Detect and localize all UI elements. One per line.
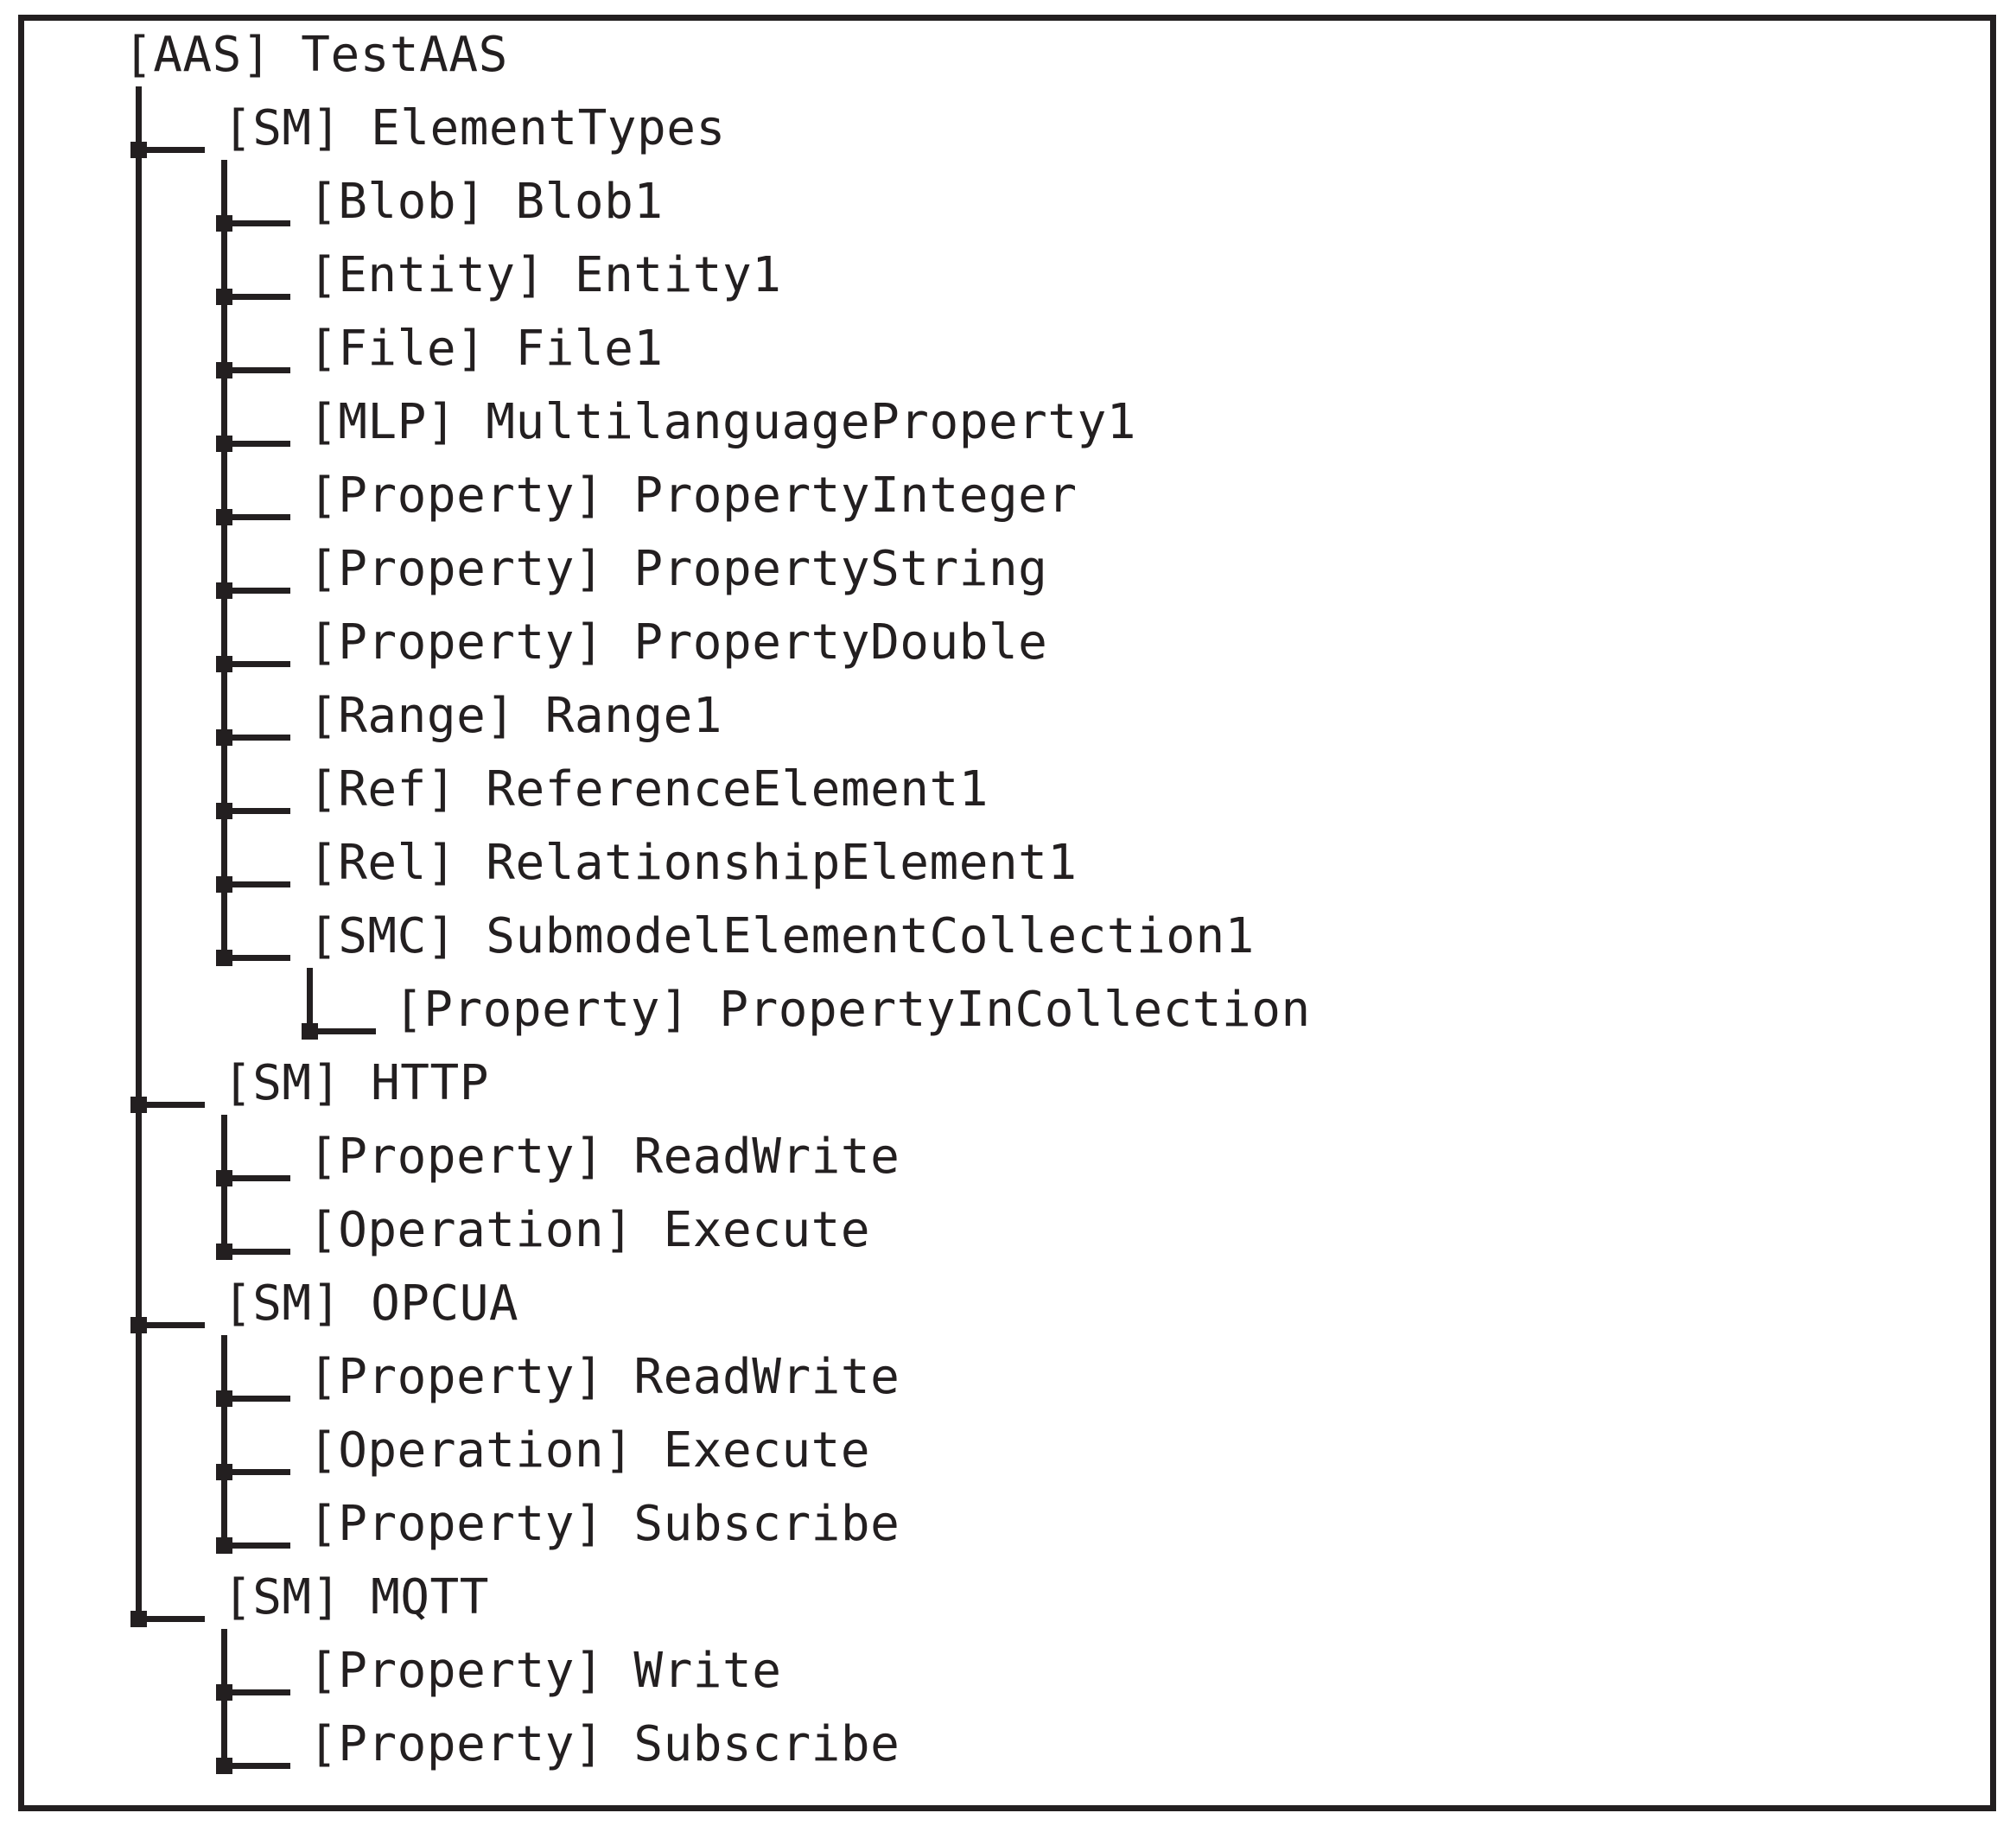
- tree-branch-arm: [227, 1469, 290, 1475]
- tree-branch-arm: [227, 1249, 290, 1255]
- tree-junction-marker: [216, 215, 232, 232]
- tree-node-label: [Property] ReadWrite: [308, 1349, 900, 1405]
- tree-node-label: [SM] ElementTypes: [223, 100, 726, 156]
- tree-junction-marker: [216, 803, 232, 819]
- tree-junction-marker: [216, 1244, 232, 1260]
- tree-node-label: [File] File1: [308, 321, 664, 377]
- tree-node-label: [Property] PropertyInteger: [308, 468, 1078, 524]
- tree-node-label: [Ref] ReferenceElement1: [308, 761, 989, 817]
- tree-junction-marker: [216, 950, 232, 966]
- tree-node-label: [MLP] MultilanguageProperty1: [308, 394, 1137, 450]
- tree-branch-arm: [227, 881, 290, 887]
- tree-junction-marker: [216, 1390, 232, 1407]
- tree-branch-arm: [227, 514, 290, 520]
- tree-node-label: [Property] PropertyInCollection: [394, 982, 1311, 1038]
- tree-trunk-depth-1: [136, 86, 142, 1616]
- tree-branch-arm: [227, 588, 290, 594]
- tree-junction-marker: [130, 1317, 147, 1333]
- tree-branch-arm: [227, 955, 290, 961]
- tree-branch-arm: [142, 1322, 205, 1328]
- tree-node-label: [Property] Subscribe: [308, 1716, 900, 1772]
- tree-node-label: [Property] PropertyString: [308, 541, 1048, 597]
- tree-junction-marker: [216, 582, 232, 599]
- tree-branch-arm: [227, 1689, 290, 1695]
- tree-branch-arm: [142, 1102, 205, 1108]
- tree-branch-arm: [227, 220, 290, 226]
- tree-node-label: [Blob] Blob1: [308, 174, 664, 230]
- tree-junction-marker: [216, 876, 232, 893]
- tree-node-label: [Property] Subscribe: [308, 1496, 900, 1552]
- tree-trunk-depth-2: [221, 1335, 227, 1543]
- tree-branch-arm: [142, 1616, 205, 1622]
- tree-junction-marker: [216, 1464, 232, 1480]
- tree-node-label: [Property] Write: [308, 1643, 782, 1699]
- tree-trunk-depth-2: [221, 160, 227, 955]
- tree-junction-marker: [130, 1097, 147, 1113]
- tree-branch-arm: [142, 147, 205, 153]
- tree-node-label: [Property] PropertyDouble: [308, 614, 1048, 671]
- tree-node-label: [SM] MQTT: [223, 1569, 489, 1625]
- tree-branch-arm: [227, 1175, 290, 1181]
- tree-junction-marker: [216, 436, 232, 452]
- tree-node-label: [SM] HTTP: [223, 1055, 489, 1111]
- figure-border: [18, 15, 1996, 1811]
- tree-junction-marker: [216, 656, 232, 672]
- tree-node-label: [Operation] Execute: [308, 1422, 871, 1479]
- tree-branch-arm: [227, 661, 290, 667]
- tree-trunk-depth-3: [307, 968, 313, 1028]
- tree-node-label: [Property] ReadWrite: [308, 1129, 900, 1185]
- tree-branch-arm: [227, 808, 290, 814]
- tree-junction-marker: [216, 1758, 232, 1774]
- tree-node-label: [Rel] RelationshipElement1: [308, 835, 1078, 891]
- tree-node-label: [Range] Range1: [308, 688, 723, 744]
- tree-branch-arm: [227, 294, 290, 300]
- tree-junction-marker: [130, 1611, 147, 1627]
- tree-junction-marker: [216, 509, 232, 525]
- tree-node-label: [AAS] TestAAS: [124, 27, 508, 83]
- tree-node-label: [Entity] Entity1: [308, 247, 782, 303]
- tree-branch-arm: [227, 1396, 290, 1402]
- tree-branch-arm: [227, 1543, 290, 1549]
- tree-junction-marker: [216, 1170, 232, 1186]
- tree-node-label: [Operation] Execute: [308, 1202, 871, 1258]
- tree-branch-arm: [227, 735, 290, 741]
- tree-node-label: [SM] OPCUA: [223, 1275, 519, 1332]
- tree-junction-marker: [216, 1537, 232, 1554]
- tree-branch-arm: [227, 1763, 290, 1769]
- tree-junction-marker: [130, 142, 147, 158]
- tree-node-label: [SMC] SubmodelElementCollection1: [308, 908, 1255, 964]
- tree-branch-arm: [313, 1028, 376, 1034]
- tree-branch-arm: [227, 367, 290, 373]
- tree-junction-marker: [302, 1023, 318, 1040]
- tree-junction-marker: [216, 1684, 232, 1701]
- tree-junction-marker: [216, 362, 232, 378]
- tree-junction-marker: [216, 289, 232, 305]
- tree-junction-marker: [216, 729, 232, 746]
- tree-branch-arm: [227, 441, 290, 447]
